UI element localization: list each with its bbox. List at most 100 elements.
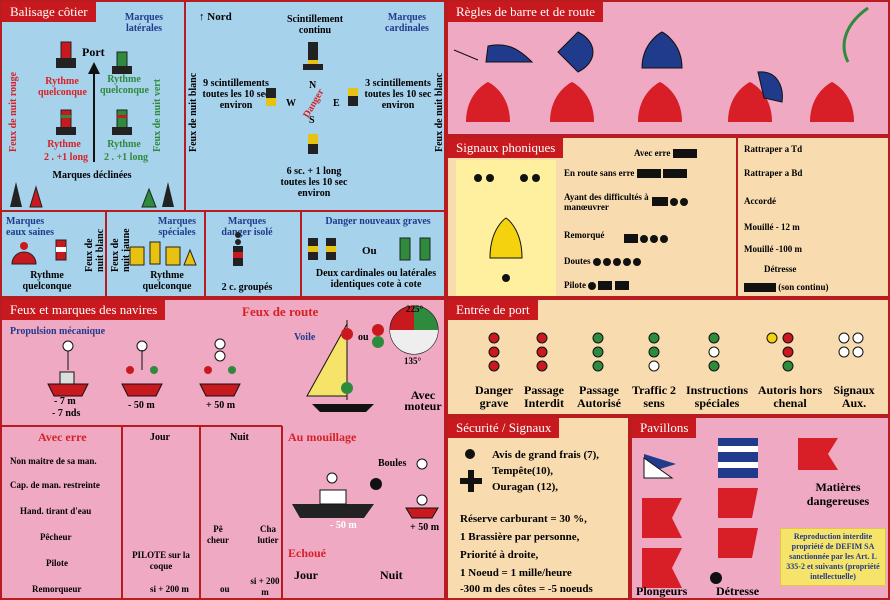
ou-voile: ou bbox=[358, 332, 369, 343]
danger-isole-label: Marques danger isolé bbox=[221, 216, 273, 238]
p50b-label: + 50 m bbox=[410, 522, 440, 533]
sec-line-1: 1 Brassière par personne, bbox=[460, 531, 580, 543]
entree-5: Autoris hors chenal bbox=[757, 383, 823, 410]
divider-v3 bbox=[204, 210, 206, 296]
feux-row-0: Non maitre de sa man. bbox=[10, 456, 97, 466]
phon-right-1: Rattraper a Bd bbox=[744, 168, 803, 178]
diagram-2 bbox=[550, 31, 594, 122]
phon-row-0: Avec erre bbox=[634, 148, 697, 159]
voile-label: Voile bbox=[294, 332, 316, 343]
divider-v1 bbox=[184, 2, 186, 210]
sec-line-0: Réserve carburant = 30 %, bbox=[460, 513, 587, 525]
divider-h1 bbox=[2, 210, 444, 212]
regles-panel: Règles de barre et de route bbox=[446, 0, 890, 136]
feux-row-3: Pêcheur bbox=[40, 532, 72, 542]
diagram-4 bbox=[728, 71, 783, 122]
sec-line-3: 1 Noeud = 1 mille/heure bbox=[460, 567, 572, 579]
sec-line-4: -300 m des côtes = -5 noeuds bbox=[460, 583, 593, 595]
phon-right-5: Détresse bbox=[764, 264, 797, 274]
mouillage-label: Au mouillage bbox=[288, 430, 357, 444]
phoniques-panel: Signaux phoniques Avec erre En route san… bbox=[446, 136, 890, 298]
entree-2: Passage Autorisé bbox=[577, 383, 621, 410]
boules-label: Boules bbox=[378, 458, 407, 469]
phon-right-4: Mouillé -100 m bbox=[744, 244, 802, 254]
chalutier-label: Cha lutier bbox=[257, 524, 279, 545]
ou-label: Ou bbox=[362, 245, 377, 257]
m50b-label: - 50 m bbox=[330, 520, 357, 531]
si200b-label: si + 200 m bbox=[250, 576, 280, 597]
entree-lights bbox=[488, 332, 864, 372]
matieres-label: Matières dangereuses bbox=[806, 480, 870, 508]
securite-panel: Sécurité / Signaux Avis de grand frais (… bbox=[446, 416, 630, 600]
ouragan-label: Ouragan (12), bbox=[492, 481, 558, 493]
entree-title: Entrée de port bbox=[448, 300, 538, 320]
ou2-label: ou bbox=[220, 584, 230, 594]
feux-row-1: Cap. de man. restreinte bbox=[10, 480, 100, 490]
a135-label: 135° bbox=[404, 356, 422, 366]
nuit2-label: Nuit bbox=[380, 568, 403, 582]
entree-3: Traffic 2 sens bbox=[631, 383, 677, 410]
feux-row-4: Pilote bbox=[46, 558, 68, 568]
avis-label: Avis de grand frais (7), bbox=[492, 449, 600, 461]
flag-plongeurs bbox=[642, 454, 682, 588]
groupes-label: 2 c. groupés bbox=[221, 282, 273, 293]
ship-7m bbox=[47, 340, 89, 397]
sec-line-2: Priorité à droite, bbox=[460, 549, 539, 561]
arrow-up-icon: ↑ bbox=[199, 11, 205, 23]
nuit-col: Nuit bbox=[230, 432, 249, 443]
nord-label: ↑ Nord bbox=[199, 11, 232, 23]
rythme-21-vert: Rythme bbox=[107, 139, 141, 150]
phon-row-5: Pilote bbox=[564, 280, 629, 291]
avec-moteur-label: Avec moteur bbox=[404, 388, 442, 413]
a225-label: 225° bbox=[406, 304, 424, 314]
deux-cardinales-label: Deux cardinales ou latérales identiques … bbox=[315, 268, 437, 290]
regles-diagrams bbox=[453, 6, 869, 122]
nouveaux-buoys bbox=[308, 237, 431, 261]
feux-title: Feux et marques des navires bbox=[2, 300, 166, 320]
avec-erre-label: Avec erre bbox=[38, 430, 87, 444]
feux-row-5: Remorqueur bbox=[32, 584, 82, 594]
sailboat bbox=[306, 320, 384, 412]
eaux-saines-buoys bbox=[11, 239, 67, 265]
rythme-quelconque-3: Rythme quelconque bbox=[22, 270, 72, 292]
plongeurs-label: Plongeurs bbox=[636, 584, 688, 598]
rythme-21-rouge: Rythme bbox=[47, 139, 81, 150]
rythme-21-rouge-b: 2 . +1 long bbox=[43, 152, 89, 163]
divider-v4 bbox=[300, 210, 302, 296]
echoue-label: Echoué bbox=[288, 546, 327, 560]
rythme-quelconque-vert: Rythme quelconque bbox=[100, 74, 149, 96]
ship-p50m bbox=[199, 338, 241, 397]
speciales-buoys bbox=[129, 241, 197, 266]
detresse-label: Détresse bbox=[716, 584, 760, 598]
pecheur-label: Pê cheur bbox=[207, 524, 229, 545]
pavillons-flags bbox=[642, 438, 838, 588]
si200-label: si + 200 m bbox=[150, 584, 189, 594]
phon-sig-3 bbox=[624, 233, 670, 244]
flag-detresse bbox=[710, 438, 758, 584]
securite-shapes bbox=[460, 449, 482, 492]
entree-1: Passage Interdit bbox=[524, 383, 564, 410]
feux-route-label: Feux de route bbox=[242, 304, 319, 319]
phon-row-1: En route sans erre bbox=[564, 168, 687, 179]
navire-lights bbox=[2, 305, 439, 598]
phoniques-title: Signaux phoniques bbox=[448, 138, 564, 158]
phon-right-3: Mouillé - 12 m bbox=[744, 222, 800, 232]
mouillage-boats bbox=[292, 458, 439, 519]
port-label: Port bbox=[82, 45, 105, 59]
marques-speciales-label: Marques spéciales bbox=[157, 216, 197, 238]
phoniques-divider bbox=[736, 138, 738, 296]
scintillement-continu: Scintillement continu bbox=[286, 14, 344, 36]
diagram-1 bbox=[453, 44, 534, 122]
divider-v2 bbox=[105, 210, 107, 296]
cardinal-buoys bbox=[266, 42, 358, 154]
pavillons-panel: Pavillons Matières dangereuses Plongeurs… bbox=[630, 416, 890, 600]
rythme-quelconque-rouge: Rythme quelconque bbox=[38, 76, 87, 98]
w-letter: W bbox=[286, 98, 296, 109]
jour-col: Jour bbox=[150, 432, 170, 443]
phon-right-2: Accordé bbox=[744, 196, 776, 206]
diagram-5 bbox=[810, 6, 869, 122]
feux-row-2: Hand. tirant d'eau bbox=[20, 506, 92, 516]
danger-isole-buoy bbox=[233, 232, 243, 266]
entree-4: Instructions spéciales bbox=[685, 383, 748, 410]
regles-title: Règles de barre et de route bbox=[448, 2, 603, 22]
